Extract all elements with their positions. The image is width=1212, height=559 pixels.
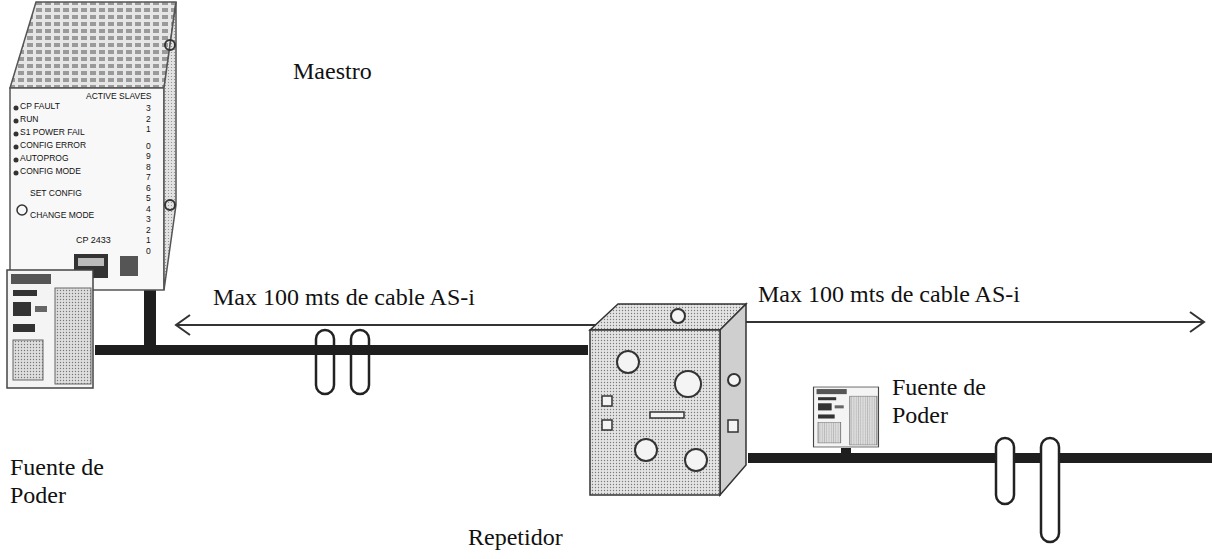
illustration-part: [14, 171, 19, 176]
node-label: Repetidor: [468, 524, 563, 552]
illustration-part: [14, 119, 19, 124]
illustration-part: [706, 321, 1204, 323]
slave-number: 4: [146, 205, 151, 214]
power-supply: Fuente de Poder: [5, 268, 95, 390]
slave-clips: [316, 330, 1059, 542]
illustration-part: [590, 330, 720, 495]
illustration-part: [818, 414, 835, 418]
slave-number: 3: [146, 104, 151, 113]
illustration-part: [818, 403, 832, 410]
illustration-part: [728, 374, 740, 386]
slave-number: 0: [146, 247, 151, 256]
illustration-part: [176, 315, 190, 335]
slave-number: 3: [146, 215, 151, 224]
illustration-part: [13, 324, 35, 332]
illustration-part: [617, 351, 639, 373]
illustration-part: [996, 438, 1014, 504]
slave-number: 1: [146, 236, 151, 245]
illustration-part: [55, 288, 91, 384]
model-label: CP 2433: [76, 236, 111, 246]
illustration-part: [13, 290, 37, 296]
illustration-part: [176, 324, 650, 326]
illustration-part: [120, 256, 138, 276]
illustration-part: [14, 106, 19, 111]
distance-label: Max 100 mts de cable AS-i: [758, 281, 1020, 307]
slave-number: 5: [146, 194, 151, 203]
node-label: Fuente de Poder: [892, 374, 1042, 429]
repeater-art: [588, 300, 748, 497]
illustration-part: [650, 412, 684, 418]
illustration-part: [602, 420, 612, 430]
slave-number: 7: [146, 173, 151, 182]
repeater: Repetidor: [588, 300, 748, 497]
illustration-part: [617, 309, 740, 471]
illustration-part: [11, 274, 51, 284]
illustration-part: [720, 304, 746, 495]
panel-label: CONFIG ERROR: [20, 141, 86, 150]
slave-number: 2: [146, 115, 151, 124]
illustration-part: [164, 2, 176, 290]
panel-label: AUTOPROG: [20, 154, 69, 163]
slave-number: 6: [146, 184, 151, 193]
illustration-part: [10, 88, 164, 290]
illustration-part: [316, 330, 334, 394]
panel-label: S1 POWER FAIL: [20, 128, 85, 137]
power-supply-art: [5, 268, 95, 390]
illustration-part: [14, 132, 19, 137]
illustration-part: [14, 158, 19, 163]
illustration-part: [728, 420, 738, 432]
illustration-part: [635, 439, 657, 461]
illustration-part: [35, 306, 47, 312]
illustration-part: [835, 405, 844, 408]
slave-number: 9: [146, 152, 151, 161]
illustration-part: [78, 258, 104, 266]
illustration-part: [818, 397, 836, 400]
illustration-part: [814, 387, 879, 447]
bus-cable: [95, 345, 588, 355]
illustration-part: [13, 340, 43, 380]
illustration-part: [10, 2, 176, 88]
drop-cable: [144, 288, 156, 348]
illustration-part: [1190, 312, 1204, 332]
panel-label: CP FAULT: [20, 102, 60, 111]
slave-number: 2: [146, 226, 151, 235]
panel-label: CHANGE MODE: [30, 211, 94, 220]
illustration-part: [602, 396, 612, 406]
distance-label: Max 100 mts de cable AS-i: [213, 284, 475, 310]
illustration-part: [14, 145, 19, 150]
illustration-part: [17, 205, 27, 215]
illustration-part: [590, 304, 746, 330]
panel-label: RUN: [20, 115, 38, 124]
illustration-part: [602, 396, 738, 432]
illustration-part: [165, 40, 175, 50]
illustration-part: [685, 449, 707, 471]
illustration-part: [165, 200, 175, 210]
illustration-part: [7, 270, 93, 388]
illustration-part: [675, 371, 701, 397]
illustration-part: [13, 302, 31, 316]
slave-number: 0: [146, 142, 151, 151]
power-supply: Fuente de Poder: [812, 386, 880, 448]
node-label: Fuente de Poder: [10, 454, 160, 509]
bus-cable: [748, 448, 846, 458]
panel-label: CONFIG MODE: [20, 167, 81, 176]
illustration-part: [818, 423, 841, 443]
slave-number: 1: [146, 125, 151, 134]
illustration-part: [671, 309, 685, 323]
illustration-part: [817, 389, 847, 394]
panel-label: ACTIVE SLAVES: [86, 92, 152, 101]
power-supply-art: [812, 386, 880, 448]
illustration-part: [1041, 438, 1059, 542]
panel-label: SET CONFIG: [30, 189, 82, 198]
illustration-part: [351, 330, 369, 394]
slave-number: 8: [146, 163, 151, 172]
node-label: Maestro: [293, 58, 372, 86]
illustration-part: [850, 396, 877, 445]
